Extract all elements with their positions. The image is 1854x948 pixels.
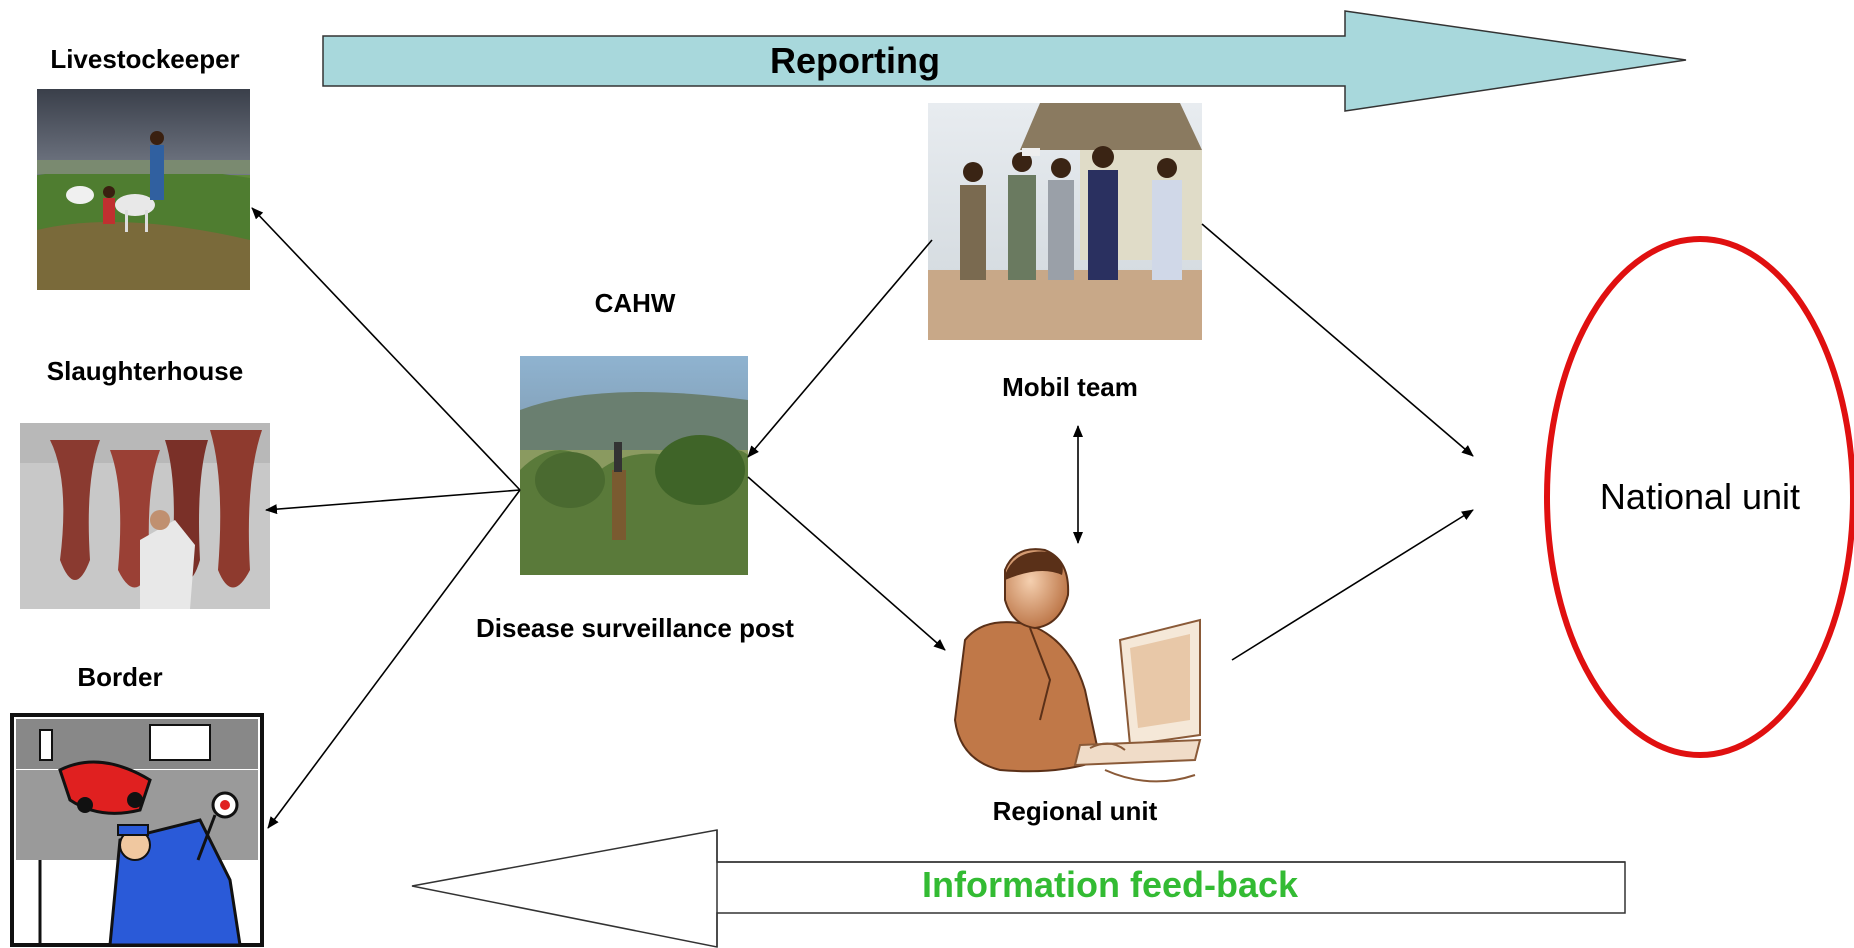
- cahw-label: CAHW: [594, 288, 676, 318]
- mobil-team-label: Mobil team: [1002, 372, 1138, 402]
- slaughterhouse-photo: [20, 423, 270, 609]
- connector-post-to-regional: [747, 476, 946, 651]
- connector-regional-to-national: [1231, 509, 1474, 661]
- feedback-label: Information feed-back: [921, 864, 1299, 905]
- mobil-team-photo: [928, 103, 1202, 340]
- livestockeeper-label: Livestockeeper: [50, 44, 240, 74]
- border-label: Border: [77, 662, 163, 692]
- livestockeeper-photo: [37, 89, 250, 290]
- connector-post-to-livestockeeper: [251, 207, 521, 491]
- regional-unit-clipart: [953, 548, 1202, 783]
- reporting-label: Reporting: [770, 40, 940, 81]
- regional-unit-label: Regional unit: [992, 796, 1158, 826]
- border-clipart: [10, 713, 264, 947]
- reporting-arrow: [322, 10, 1687, 112]
- disease-post-label: Disease surveillance post: [476, 613, 794, 643]
- national-unit-ellipse: [1544, 236, 1854, 758]
- national-unit-label: National unit: [1599, 476, 1801, 517]
- disease-post-photo: [520, 356, 748, 575]
- slaughterhouse-label: Slaughterhouse: [46, 356, 244, 386]
- connector-mobil-to-post: [747, 239, 933, 458]
- connector-post-to-border: [267, 489, 521, 829]
- connector-mobil-to-national: [1201, 223, 1474, 457]
- connector-post-to-slaughterhouse: [265, 489, 521, 515]
